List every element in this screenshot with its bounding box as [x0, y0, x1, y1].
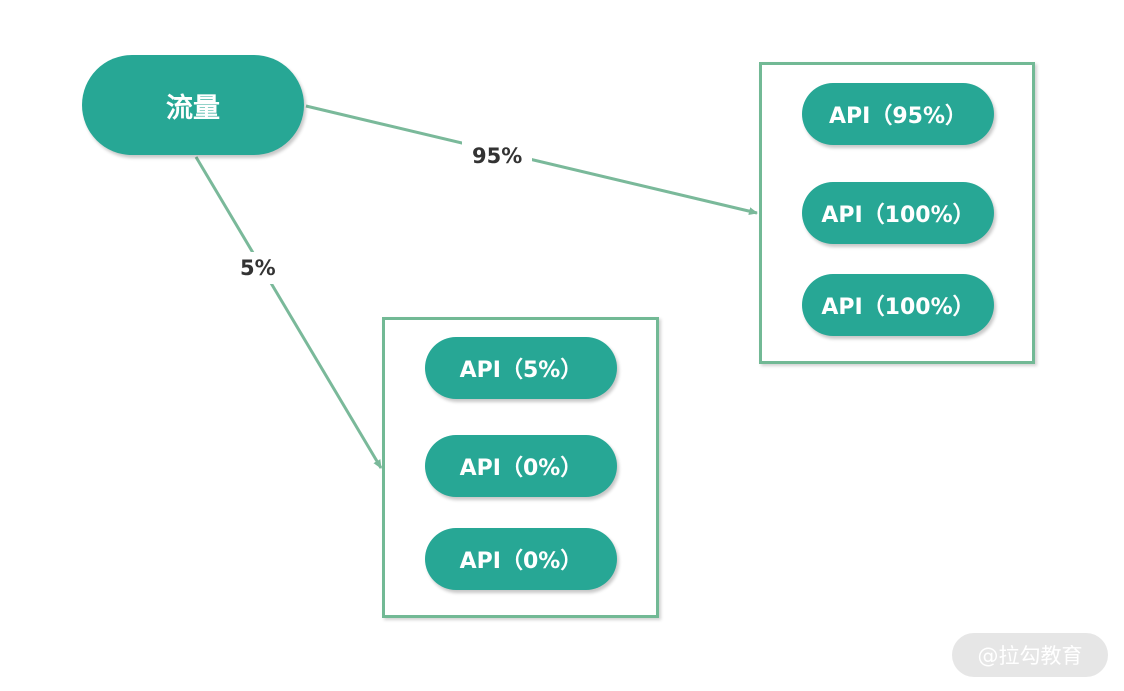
- api-node-label: API（100%）: [821, 295, 975, 320]
- api-node: API（95%）: [802, 83, 994, 145]
- connector-canary: [194, 156, 383, 469]
- watermark-badge: @拉勾教育: [952, 633, 1108, 677]
- traffic-source-node: 流量: [82, 55, 304, 155]
- main-api-group: API（95%） API（100%） API（100%）: [759, 62, 1035, 364]
- api-node-label: API（5%）: [459, 358, 583, 383]
- traffic-source-label: 流量: [166, 92, 220, 124]
- edge-label-canary-text: 5%: [240, 256, 276, 280]
- api-node: API（5%）: [425, 337, 617, 399]
- api-node-label: API（95%）: [829, 104, 967, 129]
- edge-label-main: 95%: [462, 140, 533, 172]
- canary-api-group: API（5%） API（0%） API（0%）: [382, 317, 659, 618]
- api-node-label: API（0%）: [459, 549, 583, 574]
- api-node-label: API（0%）: [459, 456, 583, 481]
- api-node-label: API（100%）: [821, 203, 975, 228]
- watermark-text: @拉勾教育: [977, 644, 1083, 668]
- api-node: API（100%）: [802, 274, 994, 336]
- api-node: API（0%）: [425, 435, 617, 497]
- edge-label-canary: 5%: [230, 252, 286, 284]
- edge-label-main-text: 95%: [472, 144, 523, 168]
- api-node: API（0%）: [425, 528, 617, 590]
- api-node: API（100%）: [802, 182, 994, 244]
